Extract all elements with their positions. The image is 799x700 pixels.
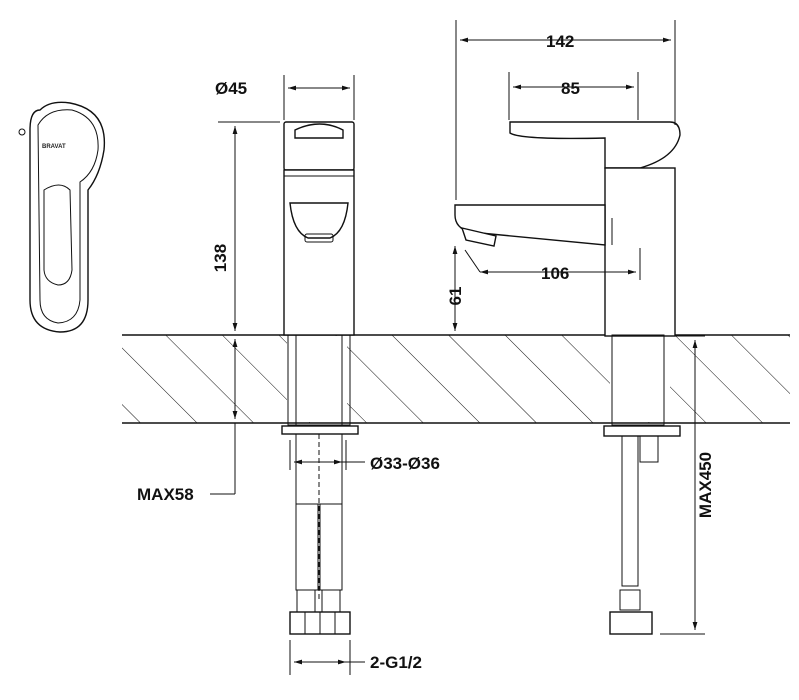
- dim-diameter-45: Ø45: [215, 79, 247, 98]
- brand-logo: BRAVAT: [42, 144, 66, 150]
- dim-106: 106: [541, 264, 569, 283]
- dimension-labels: 142 85 Ø45 138 106 61 Ø33-Ø36 MAX58 MAX4…: [137, 32, 715, 672]
- handle-side-view: BRAVAT: [18, 101, 106, 333]
- dim-mount-hole: Ø33-Ø36: [370, 454, 440, 473]
- dim-connections: 2-G1/2: [370, 653, 422, 672]
- dim-max450: MAX450: [696, 452, 715, 518]
- dim-max58: MAX58: [137, 485, 194, 504]
- dim-85: 85: [561, 79, 580, 98]
- dim-142: 142: [546, 32, 574, 51]
- dimension-lines: [210, 20, 705, 675]
- dim-61: 61: [446, 287, 465, 306]
- countertop: [122, 334, 790, 424]
- dim-138: 138: [211, 244, 230, 272]
- faucet-front-view: [281, 121, 359, 635]
